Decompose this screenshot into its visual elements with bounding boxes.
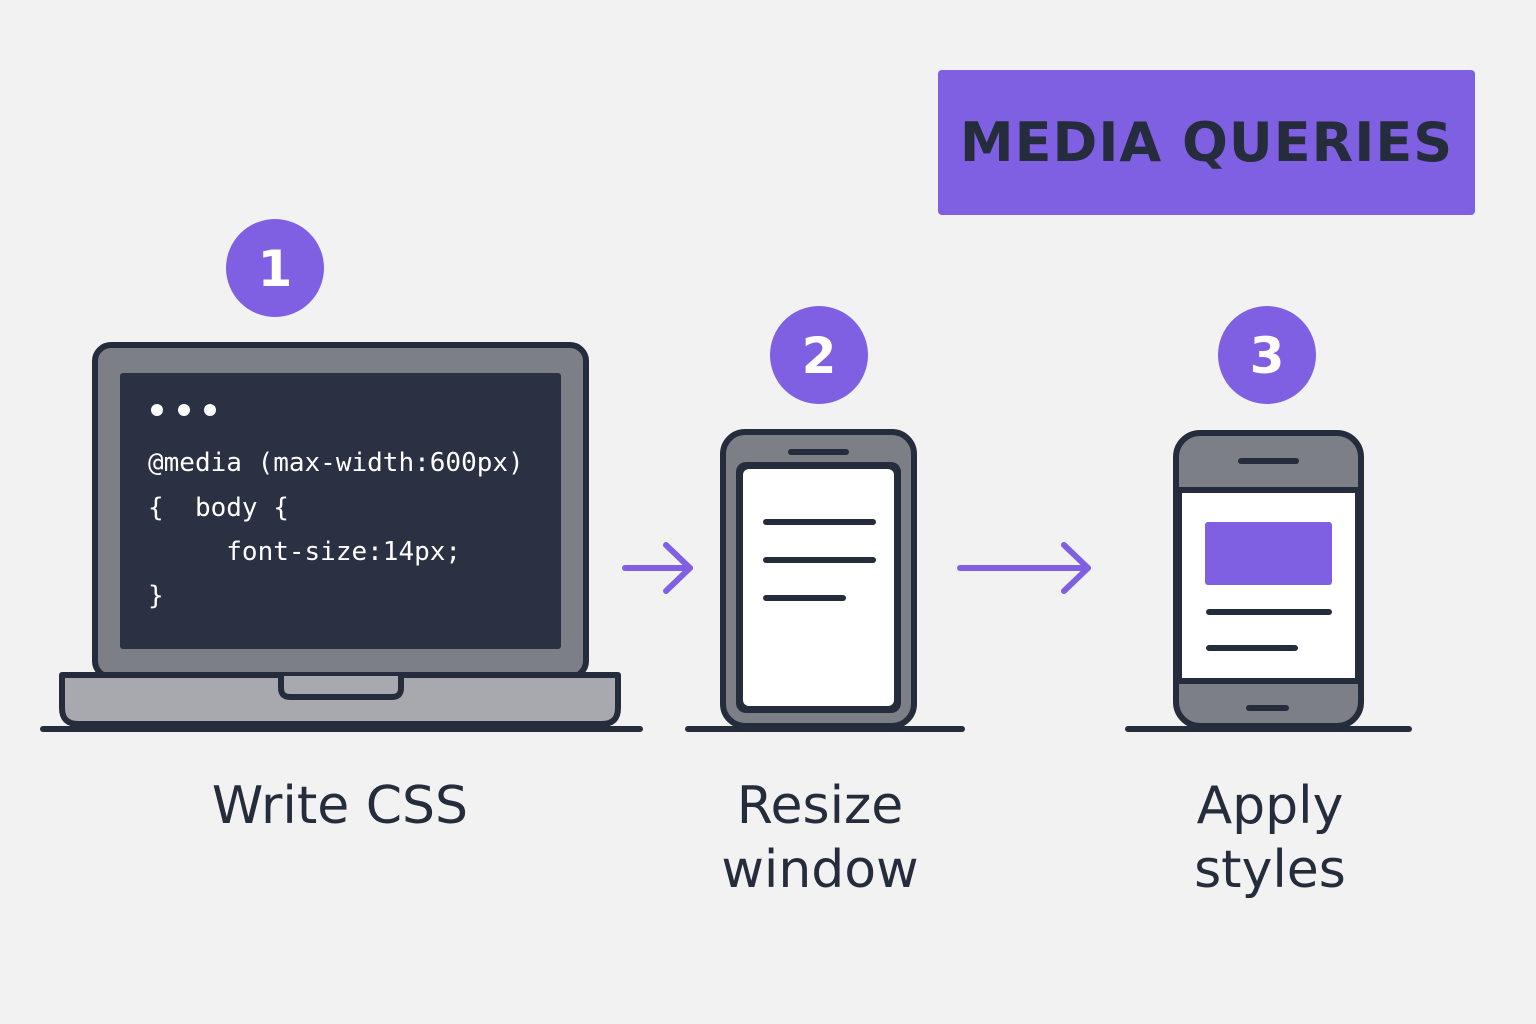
arrow-right-icon [622,542,693,594]
caption-line: styles [1194,840,1346,900]
step-caption-2: Resize window [650,774,990,902]
step-badge-2: 2 [770,306,868,404]
tablet-icon [685,429,965,732]
caption-line: Apply [1196,776,1344,836]
arrow-right-icon [957,542,1091,594]
caption-line: Resize [736,776,904,836]
caption-line: Write CSS [211,776,469,836]
banner-title: MEDIA QUERIES [959,111,1454,174]
laptop-icon: @media (max-width:600px) { body { font-s… [40,342,643,732]
step-number-2: 2 [802,327,837,385]
code-line-4: } [148,581,164,611]
title-banner: MEDIA QUERIES [938,70,1475,215]
code-screen [120,373,561,649]
step-caption-1: Write CSS [160,774,520,838]
step-caption-3: Apply styles [1100,774,1440,902]
phone-icon [1125,430,1412,732]
code-line-2: { body { [148,493,289,523]
step-number-1: 1 [258,240,293,298]
code-line-1: @media (max-width:600px) [148,448,524,478]
step-badge-3: 3 [1218,306,1316,404]
window-dots [151,404,216,416]
step-number-3: 3 [1250,327,1285,385]
step-badge-1: 1 [226,219,324,317]
caption-line: window [721,840,919,900]
code-line-3: font-size:14px; [148,537,461,567]
